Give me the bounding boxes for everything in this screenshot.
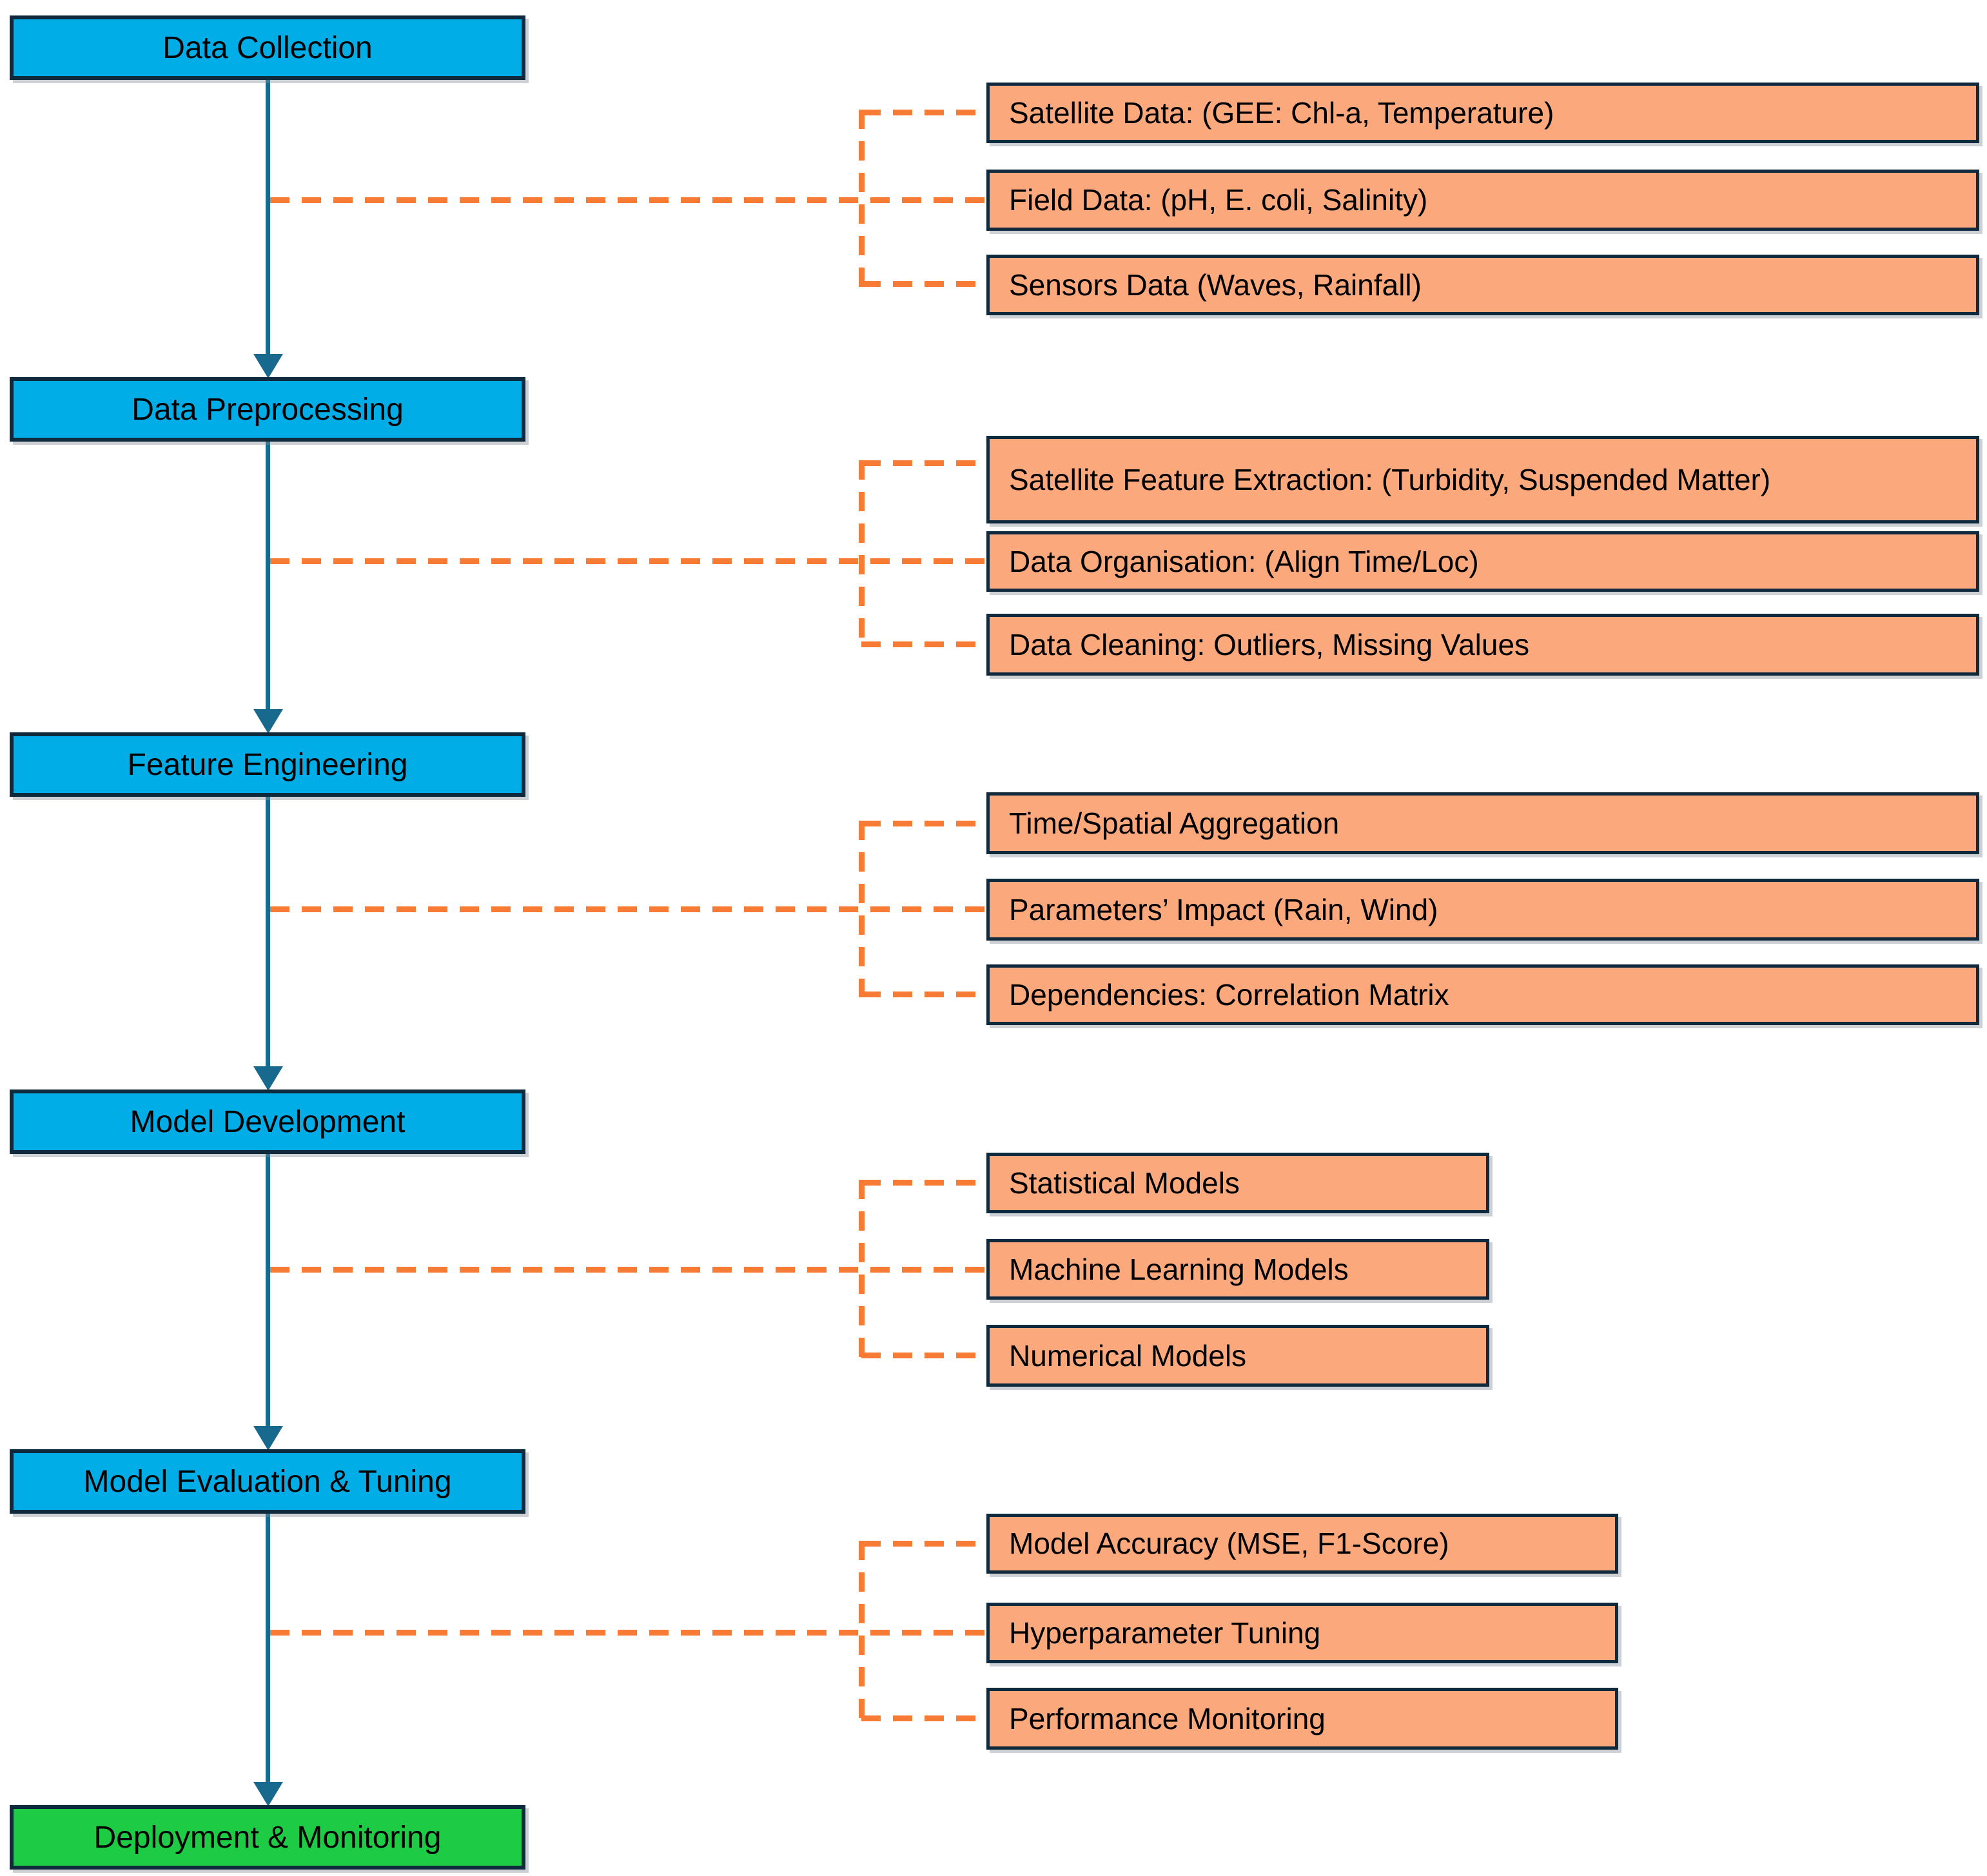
dashed-stub	[861, 992, 986, 997]
detail-box-data-cleaning: Data Cleaning: Outliers, Missing Values	[986, 614, 1979, 676]
arrow-down-icon	[253, 1066, 283, 1091]
arrow-down-icon	[253, 709, 283, 734]
dashed-stub	[861, 281, 986, 287]
detail-box-machine-learning-models: Machine Learning Models	[986, 1239, 1489, 1300]
dashed-stub	[861, 110, 986, 115]
detail-box-dependencies: Dependencies: Correlation Matrix	[986, 964, 1979, 1025]
detail-box-performance-monitoring: Performance Monitoring	[986, 1688, 1618, 1750]
detail-box-statistical-models: Statistical Models	[986, 1153, 1489, 1213]
dashed-stub	[861, 1180, 986, 1186]
arrow-down-icon	[253, 1426, 283, 1451]
flow-line-segment	[266, 1514, 270, 1782]
dashed-bracket	[859, 460, 865, 647]
stage-box-deployment: Deployment & Monitoring	[10, 1805, 525, 1870]
dashed-main-connector	[270, 1630, 986, 1636]
detail-box-sensors-data: Sensors Data (Waves, Rainfall)	[986, 255, 1979, 315]
dashed-main-connector	[270, 558, 986, 564]
dashed-stub	[861, 641, 986, 647]
dashed-stub	[861, 460, 986, 466]
stage-box-model-evaluation: Model Evaluation & Tuning	[10, 1449, 525, 1514]
detail-box-data-organisation: Data Organisation: (Align Time/Loc)	[986, 531, 1979, 592]
arrow-down-icon	[253, 354, 283, 378]
detail-box-numerical-models: Numerical Models	[986, 1325, 1489, 1387]
dashed-bracket	[859, 110, 865, 287]
dashed-main-connector	[270, 1267, 986, 1273]
dashed-stub	[861, 821, 986, 826]
stage-box-data-collection: Data Collection	[10, 15, 525, 80]
detail-box-satellite-data: Satellite Data: (GEE: Chl-a, Temperature…	[986, 83, 1979, 143]
dashed-main-connector	[270, 197, 986, 203]
flow-line-segment	[266, 1154, 270, 1426]
stage-box-model-development: Model Development	[10, 1089, 525, 1154]
flow-line-segment	[266, 442, 270, 709]
detail-box-hyperparameter-tuning: Hyperparameter Tuning	[986, 1603, 1618, 1663]
dashed-bracket	[859, 821, 865, 997]
flow-line-segment	[266, 797, 270, 1066]
dashed-bracket	[859, 1180, 865, 1358]
stage-box-feature-engineering: Feature Engineering	[10, 732, 525, 797]
dashed-stub	[861, 1353, 986, 1358]
dashed-main-connector	[270, 906, 986, 912]
flow-line-segment	[266, 80, 270, 354]
detail-box-parameters-impact: Parameters’ Impact (Rain, Wind)	[986, 879, 1979, 941]
detail-box-time-spatial-aggregation: Time/Spatial Aggregation	[986, 792, 1979, 854]
detail-box-field-data: Field Data: (pH, E. coli, Salinity)	[986, 170, 1979, 231]
arrow-down-icon	[253, 1782, 283, 1806]
dashed-stub	[861, 1715, 986, 1721]
stage-box-data-preprocessing: Data Preprocessing	[10, 377, 525, 442]
detail-box-model-accuracy: Model Accuracy (MSE, F1-Score)	[986, 1514, 1618, 1574]
dashed-stub	[861, 1541, 986, 1547]
dashed-bracket	[859, 1541, 865, 1721]
detail-box-satellite-feature-extraction: Satellite Feature Extraction: (Turbidity…	[986, 436, 1979, 523]
